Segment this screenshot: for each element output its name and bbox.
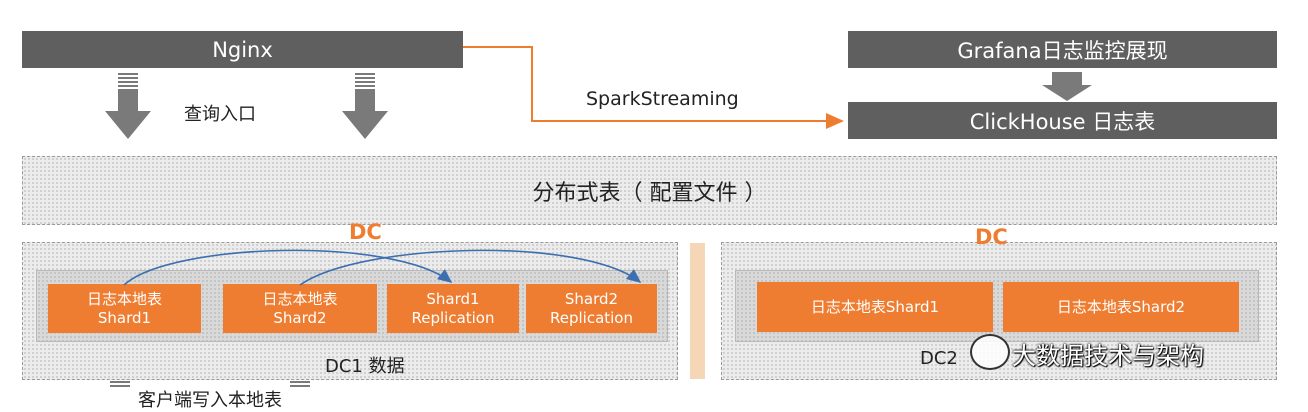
dc1-caption: DC1 数据 [325, 356, 405, 377]
spark-streaming-label: SparkStreaming [586, 88, 739, 110]
dc1-shard1-replication-line2: Replication [411, 308, 495, 327]
dc2-shard2-label: 日志本地表Shard2 [1056, 297, 1186, 316]
dc1-shard1-line1: 日志本地表 [86, 289, 162, 308]
grafana-down-arrow [1042, 72, 1092, 101]
dc1-shard2-line2: Shard2 [273, 308, 327, 327]
dc2-shard1-box: 日志本地表Shard1 [757, 282, 993, 332]
wechat-logo-icon [970, 334, 1010, 370]
dc1-shard1-line2: Shard1 [97, 308, 152, 327]
dc1-shard2-box: 日志本地表 Shard2 [223, 284, 377, 333]
clickhouse-label: ClickHouse 日志表 [969, 109, 1156, 134]
dc2-shard1-label: 日志本地表Shard1 [810, 297, 940, 316]
dc2-caption: DC2 [920, 348, 958, 369]
replication-arc-shard1 [123, 249, 453, 286]
dc1-shard1-replication-line1: Shard1 [426, 289, 480, 308]
dc1-title: DC [349, 220, 382, 244]
nginx-bar: Nginx [22, 31, 463, 68]
watermark-text: 大数据技术与架构 [1012, 342, 1204, 370]
grafana-label: Grafana日志监控展现 [957, 38, 1168, 63]
query-entry-label: 查询入口 [184, 104, 256, 125]
dc1-shard1-replication-box: Shard1 Replication [387, 284, 519, 333]
distributed-table-label: 分布式表（ 配置文件 ） [532, 180, 767, 206]
client-write-label: 客户端写入本地表 [138, 390, 282, 411]
dc1-shard2-replication-line1: Shard2 [564, 289, 619, 308]
dc1-shard2-line1: 日志本地表 [262, 289, 338, 308]
dc2-title: DC [975, 225, 1008, 249]
dc-separator [690, 243, 705, 379]
query-arrow-right [342, 73, 388, 139]
dc1-shard1-box: 日志本地表 Shard1 [48, 284, 201, 333]
dc1-shard2-replication-line2: Replication [549, 308, 633, 327]
clickhouse-bar: ClickHouse 日志表 [848, 102, 1277, 139]
query-arrow-left [105, 73, 151, 139]
dc2-shard2-box: 日志本地表Shard2 [1003, 282, 1239, 332]
nginx-label: Nginx [212, 37, 273, 62]
dc1-shard2-replication-box: Shard2 Replication [526, 284, 657, 333]
replication-arc-shard2 [299, 249, 642, 286]
spark-flow-arrow [463, 46, 844, 129]
distributed-table-box: 分布式表（ 配置文件 ） [22, 156, 1277, 225]
grafana-bar: Grafana日志监控展现 [848, 31, 1277, 68]
